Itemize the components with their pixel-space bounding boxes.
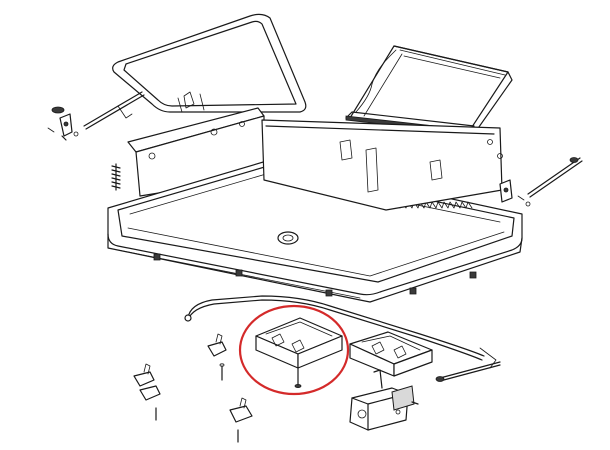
clip-left-upper [207, 333, 227, 357]
motor-unit [349, 369, 419, 431]
right-rod [527, 157, 583, 198]
highlighted-part[interactable] [255, 317, 343, 388]
cable-assembly [184, 295, 501, 382]
right-hinge-bracket [261, 119, 503, 211]
blind-panel [345, 45, 513, 135]
top-frame [112, 13, 307, 113]
pin-left [219, 363, 225, 381]
left-latch-parts [47, 106, 79, 141]
left-rod [83, 91, 145, 130]
right-switch-housing [349, 331, 433, 377]
clip-bottom [229, 397, 253, 443]
highlight-circle [238, 304, 350, 396]
right-latch-parts [499, 179, 531, 207]
spring-left [111, 163, 121, 191]
clip-far-left [133, 363, 161, 421]
